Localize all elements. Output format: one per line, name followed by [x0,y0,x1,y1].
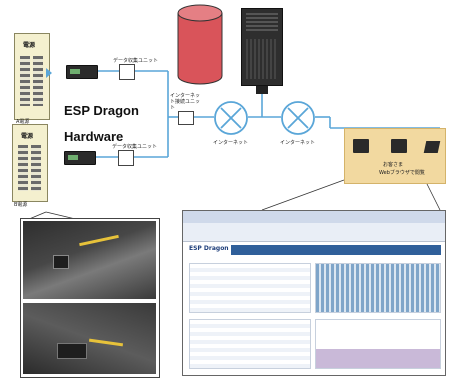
breaker-column-right [33,56,43,106]
diagram-title-line1: ESP Dragon [64,103,139,118]
internet-unit-label: インターネット接続ユニット [170,93,201,111]
internet-router-icon-1 [214,101,248,135]
panel-bottom-caption: B電源 [14,202,28,208]
bar-chart-thumbnail-1 [315,263,441,313]
yellow-cable [88,338,124,347]
internet-left-label: インターネット [213,140,249,146]
device-module [57,343,87,359]
callout-clients-to-shot-a [261,179,345,211]
app-logo: ESP Dragon [189,245,229,252]
browser-toolbar [183,223,445,242]
server-connector [256,86,268,94]
wiring-photo-bottom [23,303,156,374]
unit-top-label: データ収集ユニット [113,58,159,64]
server-icon [241,8,283,86]
callout-clients-to-shot-b [424,179,441,211]
internet-router-icon-2 [281,101,315,135]
laptop-icon [423,141,441,153]
photo-frame [20,218,160,378]
browser-screenshot: ESP Dragon [182,210,446,376]
data-table-1 [189,263,311,313]
meter-display [68,155,78,160]
meter-display [70,69,80,74]
panel-top-header: 電源 [23,42,36,49]
unit-bottom-label: データ収集ユニット [112,144,158,150]
data-collection-unit-bottom [118,150,134,166]
app-header-bar [231,245,441,255]
breaker-column-left [20,56,30,106]
electrical-panel-top: 電源 [14,33,52,120]
panel-top-caption: A電源 [16,119,30,125]
sensor-clip [53,255,69,269]
meter-device-top [66,65,98,79]
data-table-2 [189,319,311,369]
yellow-cable [79,234,119,247]
breaker-column-right [31,145,41,191]
server-vent [246,39,278,79]
desktop-pc-icon-2 [391,139,407,153]
bar-chart-thumbnail-2 [315,319,441,369]
desktop-pc-icon [353,139,369,153]
wiring-photo-top [23,221,156,299]
clients-sub-label: お客さま [383,162,404,168]
diagram-title-line2: Hardware [64,129,124,144]
internet-right-label: インターネット [280,140,316,146]
internet-connection-unit [178,111,194,125]
server-bay [246,13,278,33]
electrical-panel-bottom: 電源 [12,124,48,202]
breaker-column-left [18,145,28,191]
clients-caption: Webブラウザで閲覧 [379,170,425,176]
clients-area: お客さま Webブラウザで閲覧 [344,128,446,184]
panel-bottom-header: 電源 [21,133,34,140]
meter-device-bottom [64,151,96,165]
database-icon [177,4,223,85]
data-collection-unit-top [119,64,135,80]
breaker-arrow [46,68,52,78]
